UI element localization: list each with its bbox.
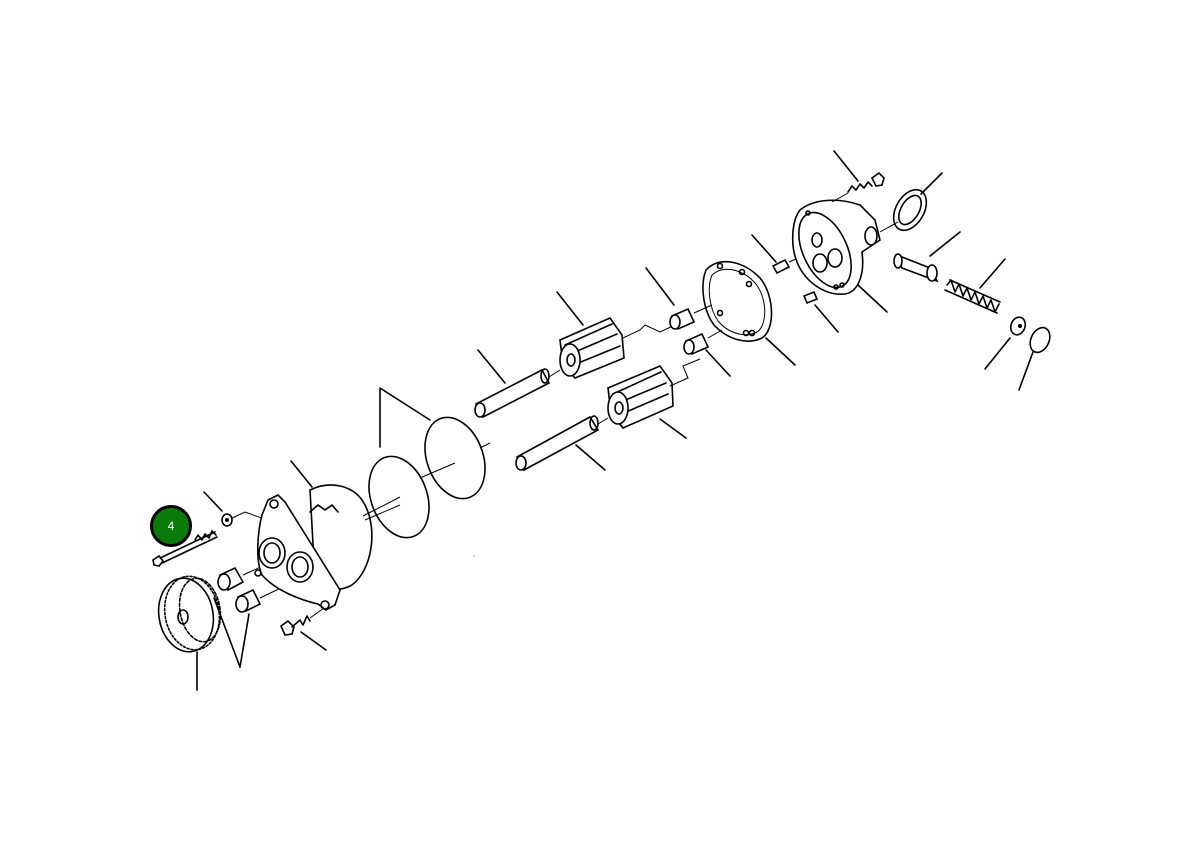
lower-rotor-gear[interactable] bbox=[607, 358, 701, 439]
upper-shaft[interactable] bbox=[474, 349, 561, 419]
dowel-pin-lower[interactable] bbox=[802, 290, 839, 333]
cover-plate[interactable] bbox=[788, 199, 888, 313]
upper-bushing[interactable] bbox=[645, 267, 713, 331]
callout-label: 4 bbox=[167, 519, 175, 533]
spring-seat-washer[interactable] bbox=[984, 315, 1028, 370]
drive-gear[interactable] bbox=[153, 572, 225, 691]
mounting-bolt[interactable] bbox=[280, 607, 327, 651]
seal-ring[interactable] bbox=[879, 172, 943, 236]
snap-ring[interactable] bbox=[1018, 324, 1054, 391]
long-bolt-with-washer[interactable] bbox=[152, 491, 288, 567]
gasket-plate[interactable] bbox=[702, 261, 796, 366]
lower-bushing[interactable] bbox=[683, 329, 731, 377]
relief-spring[interactable] bbox=[944, 258, 1006, 314]
callout-badge-4[interactable]: 4 bbox=[150, 505, 192, 547]
bushing-pair[interactable] bbox=[213, 564, 286, 668]
lower-shaft[interactable] bbox=[515, 415, 609, 472]
cover-bolt[interactable] bbox=[831, 150, 885, 203]
o-ring-pair[interactable] bbox=[358, 387, 495, 546]
relief-valve-piston[interactable] bbox=[893, 231, 961, 283]
pump-housing[interactable] bbox=[254, 460, 401, 611]
upper-rotor-gear[interactable] bbox=[556, 291, 676, 379]
